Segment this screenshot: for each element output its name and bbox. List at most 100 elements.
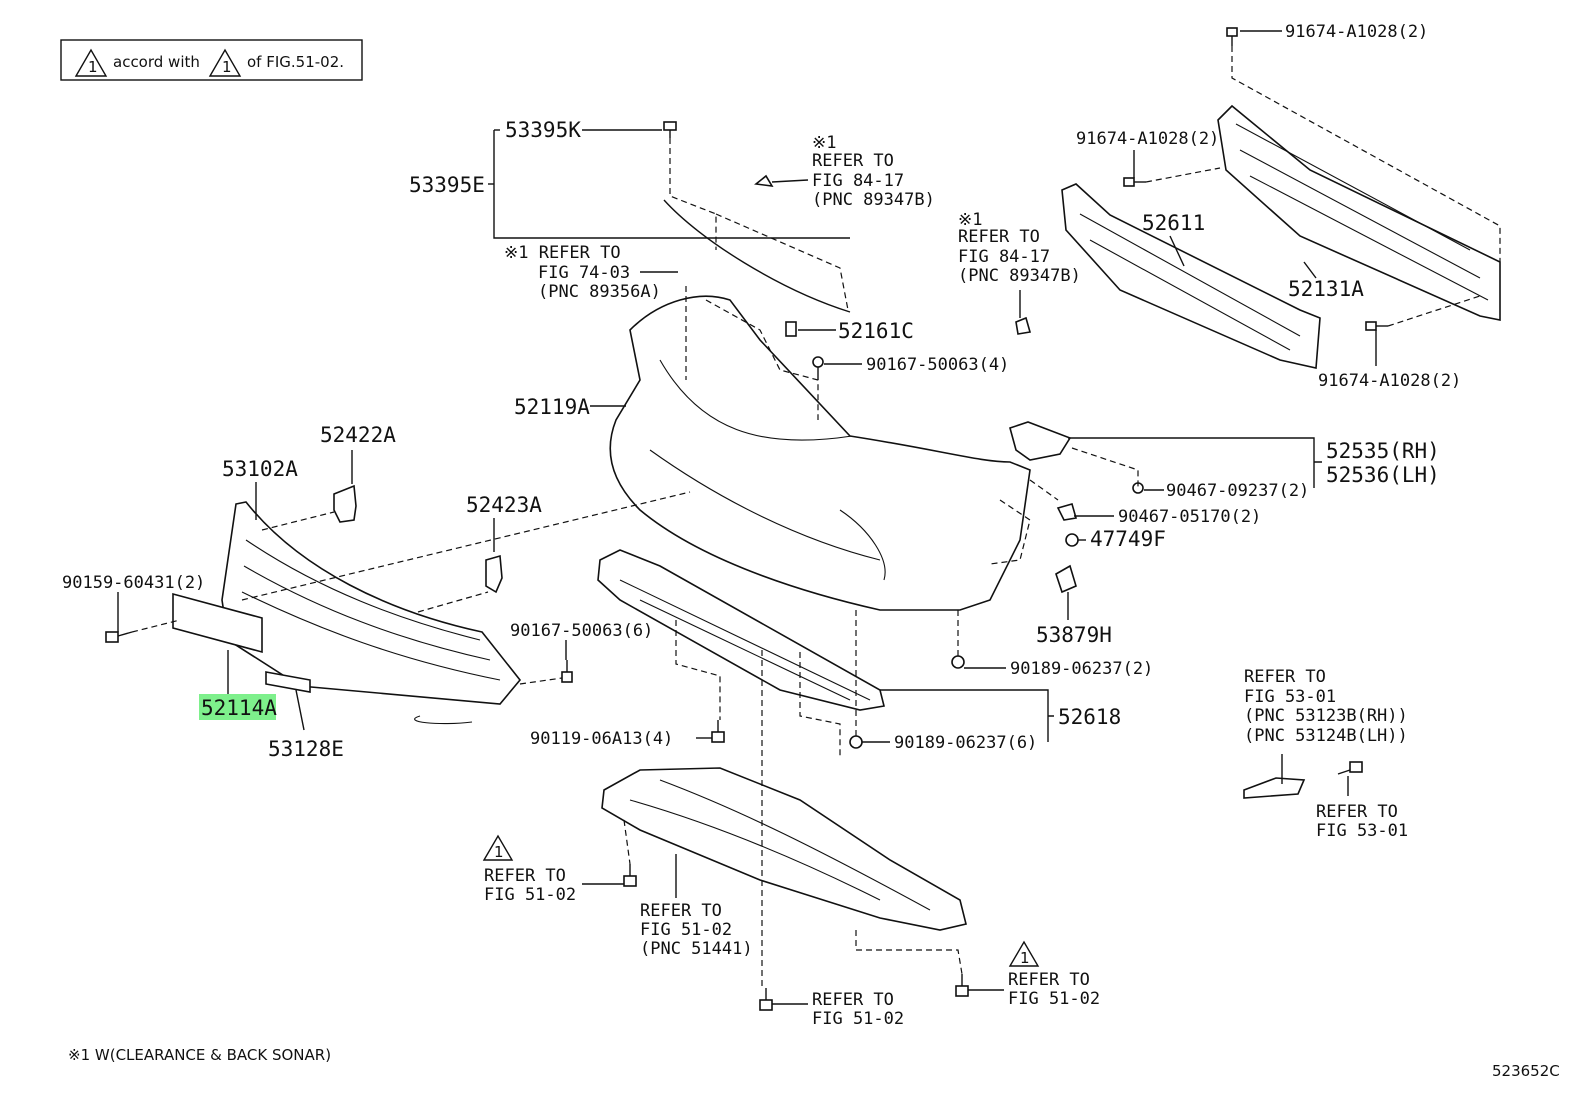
svg-text:REFER TO[interactable]: REFER TO [812,151,894,171]
svg-text:FIG 51-02[interactable]: FIG 51-02 [640,920,732,940]
part-label[interactable]: 47749F [1090,527,1166,551]
part-label[interactable]: 52611 [1142,211,1205,235]
ref-fig-84-17-upper: ※1 REFER TO FIG 84-17 (PNC 89347B) [812,133,935,210]
part-label[interactable]: 52119A [514,395,590,419]
clip-icon [663,121,677,138]
figure-code: 523652C [1492,1062,1560,1080]
garnish-shape [265,671,311,693]
engine-undercover-shape [601,767,967,931]
bracket-52423a-shape [485,554,503,594]
grille-shape [221,501,522,705]
part-label[interactable]: 90189-06237(6) [894,733,1037,753]
clip-icon [785,321,797,337]
highlight-box [199,694,276,720]
svg-text:FIG 53-01[interactable]: FIG 53-01 [1244,687,1336,707]
svg-text:REFER TO[interactable]: REFER TO [1316,802,1398,822]
fasteners [105,27,1388,1011]
svg-text:REFER TO[interactable]: REFER TO [484,866,566,886]
svg-text:REFER TO[interactable]: REFER TO [640,901,722,921]
part-label[interactable]: 52131A [1288,277,1364,301]
side-bracket-shape [1009,421,1072,461]
part-label[interactable]: 53395E [409,173,485,197]
part-label[interactable]: 52161C [838,319,914,343]
bolt-icon [105,631,133,643]
ref-fig-84-17-lower: ※1 REFER TO FIG 84-17 (PNC 89347B) [958,210,1081,286]
svg-text:(PNC 53124B(LH))[interactable]: (PNC 53124B(LH)) [1244,726,1408,746]
part-label[interactable]: 91674-A1028(2) [1318,371,1461,391]
part-label[interactable]: 91674-A1028(2) [1285,22,1428,42]
ref-fig-51-02-right: 1 REFER TO FIG 51-02 [1008,940,1100,1009]
bolt-icon [759,988,773,1011]
part-label[interactable]: 90119-06A13(4) [530,729,673,749]
part-label[interactable]: 53102A [222,457,298,481]
part-labels: 91674-A1028(2) 53395K 53395E 91674-A1028… [62,22,1461,761]
part-label[interactable]: 90467-09237(2) [1166,481,1309,501]
lower-absorber-shape [597,549,885,711]
part-label[interactable]: 52423A [466,493,542,517]
part-label[interactable]: 90167-50063(6) [510,621,653,641]
svg-text:(PNC 89347B)[interactable]: (PNC 89347B) [812,190,935,210]
screw-icon [812,356,824,380]
svg-text:FIG 53-01[interactable]: FIG 53-01 [1316,821,1408,841]
bolt-icon [1365,321,1388,331]
part-label[interactable]: 53128E [268,737,344,761]
bolt-icon [711,720,725,743]
svg-text:(PNC 51441)[interactable]: (PNC 51441) [640,939,753,959]
warning-mark: 1 [494,843,504,861]
svg-text:(PNC 89356A)[interactable]: (PNC 89356A) [538,282,661,302]
warning-mark: 1 [222,58,232,76]
part-label[interactable]: 90467-05170(2) [1118,507,1261,527]
splash-shield-shape [1055,564,1077,594]
svg-text:(PNC 53123B(RH))[interactable]: (PNC 53123B(RH)) [1244,706,1408,726]
hood-seal-shape [663,199,851,313]
part-label-highlighted[interactable]: 52114A [201,696,277,720]
clip-icon [951,655,965,669]
svg-text:(PNC 89347B)[interactable]: (PNC 89347B) [958,266,1081,286]
part-label[interactable]: 91674-A1028(2) [1076,129,1219,149]
bracket-52422a-shape [333,484,357,523]
part-label[interactable]: 52536(LH) [1326,463,1440,487]
part-label[interactable]: 52535(RH) [1326,439,1440,463]
svg-text:FIG 51-02[interactable]: FIG 51-02 [1008,989,1100,1009]
svg-text:FIG 51-02[interactable]: FIG 51-02 [484,885,576,905]
clip-icon [754,174,774,187]
part-label[interactable]: 90167-50063(4) [866,355,1009,375]
svg-text:FIG 74-03[interactable]: FIG 74-03 [538,263,630,283]
part-label[interactable]: 90189-06237(2) [1010,659,1153,679]
ref-fig-51-02-undercover: REFER TO FIG 51-02 (PNC 51441) [640,901,753,959]
bolt-icon [623,864,637,887]
svg-text:FIG 51-02[interactable]: FIG 51-02 [812,1009,904,1029]
svg-text:REFER TO[interactable]: REFER TO [812,990,894,1010]
svg-text:REFER TO[interactable]: REFER TO [958,227,1040,247]
leader-lines [117,30,1377,1005]
part-label[interactable]: 53395K [505,118,581,142]
ref-fig-53-01-bolt: REFER TO FIG 53-01 [1316,802,1408,841]
assembly-lines [131,46,1501,990]
ref-fig-51-02-bottom: REFER TO FIG 51-02 [812,990,904,1029]
svg-text:※1 REFER TO[interactable]: ※1 REFER TO [504,243,621,263]
part-label[interactable]: 52422A [320,423,396,447]
bumper-cover-shape [609,295,1031,611]
clip-icon [1056,503,1078,521]
part-label[interactable]: 90159-60431(2) [62,573,205,593]
svg-text:※1: ※1 [958,210,982,230]
part-label[interactable]: 53879H [1036,623,1112,647]
screw-icon [561,660,573,683]
svg-text:REFER TO[interactable]: REFER TO [1244,667,1326,687]
part-shapes [172,104,1501,931]
bolt-icon [1337,761,1363,775]
reference-notes: ※1 REFER TO FIG 84-17 (PNC 89347B) ※1 RE… [482,133,1408,1029]
ref-fig-74-03: ※1 REFER TO FIG 74-03 (PNC 89356A) [504,243,661,302]
svg-text:FIG 84-17[interactable]: FIG 84-17 [812,171,904,191]
clip-icon [849,735,863,749]
svg-text:FIG 84-17[interactable]: FIG 84-17 [958,247,1050,267]
part-label[interactable]: 52618 [1058,705,1121,729]
ref-fig-53-01-side: REFER TO FIG 53-01 (PNC 53123B(RH)) (PNC… [1244,667,1408,746]
svg-text:※1: ※1 [812,133,836,153]
svg-text:REFER TO[interactable]: REFER TO [1008,970,1090,990]
warning-mark: 1 [88,58,98,76]
accord-note-box: 1 accord with 1 of FIG.51-02. [60,39,363,81]
lower-grille-side-shape [1243,777,1306,799]
clip-47749f-shape [1065,533,1079,547]
